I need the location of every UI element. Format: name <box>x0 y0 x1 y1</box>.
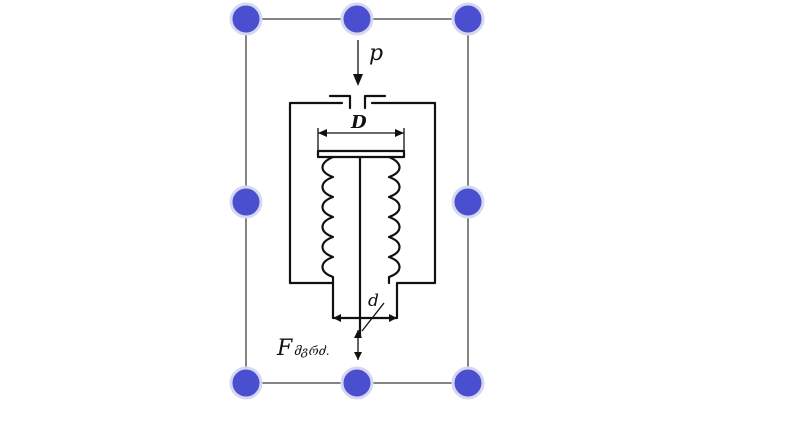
outer-diameter-label: D <box>350 112 367 133</box>
resize-handle-top-left[interactable] <box>229 2 263 36</box>
housing-outline <box>288 101 437 320</box>
bellows-right <box>387 155 401 285</box>
resize-handle-bottom-left[interactable] <box>229 366 263 400</box>
inner-diameter-dimension <box>333 302 397 332</box>
resize-handle-top-middle[interactable] <box>340 2 374 36</box>
bellows-top-plate <box>316 149 406 159</box>
pressure-label: p <box>369 41 383 66</box>
force-subscript: მგრძ. <box>294 344 329 358</box>
inner-diameter-label: d <box>368 291 379 311</box>
resize-handle-middle-left[interactable] <box>229 185 263 219</box>
outer-diameter-dimension <box>317 128 405 150</box>
pressure-arrow <box>353 40 363 86</box>
bellows-left <box>321 155 335 285</box>
resize-handle-middle-right[interactable] <box>451 185 485 219</box>
resize-handle-bottom-middle[interactable] <box>340 366 374 400</box>
force-arrow <box>354 330 362 360</box>
inlet-nozzle <box>328 94 387 110</box>
resize-handle-top-right[interactable] <box>451 2 485 36</box>
force-symbol: F <box>276 336 293 361</box>
resize-handle-bottom-right[interactable] <box>451 366 485 400</box>
